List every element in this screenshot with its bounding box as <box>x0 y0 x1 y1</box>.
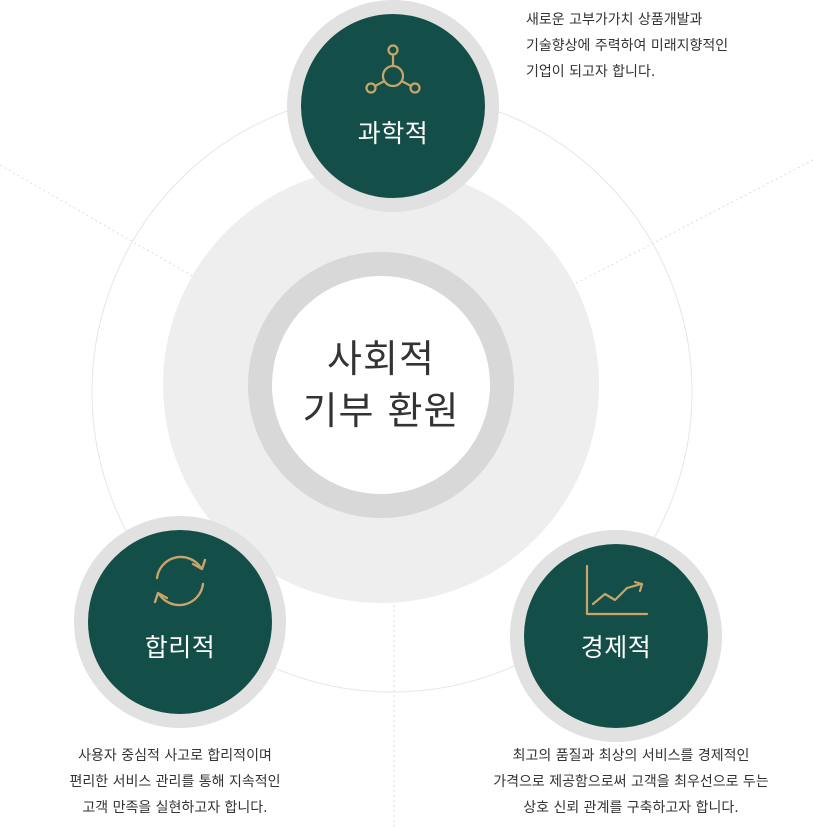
refresh-cycle-icon <box>153 555 207 607</box>
desc-rational-line: 편리한 서비스 관리를 통해 지속적인 <box>69 774 281 790</box>
node-scientific-circle: 과학적 <box>301 14 485 198</box>
desc-economic-line: 상호 신뢰 관계를 구축하고자 합니다. <box>523 800 739 816</box>
desc-rational-line: 고객 만족을 실현하고자 합니다. <box>82 800 268 816</box>
node-rational-label: 합리적 <box>144 633 216 662</box>
center-title: 사회적 기부 환원 <box>302 337 460 433</box>
desc-scientific-line: 새로운 고부가가치 상품개발과 <box>526 12 703 28</box>
node-scientific-label: 과학적 <box>357 119 429 148</box>
desc-scientific-line: 기술향상에 주력하여 미래지향적인 <box>526 38 729 54</box>
molecule-icon <box>365 44 421 94</box>
desc-economic-line: 가격으로 제공함으로써 고객을 최우선으로 두는 <box>493 774 769 790</box>
node-rational-circle: 합리적 <box>88 530 272 714</box>
node-rational: 합리적 <box>74 516 286 728</box>
desc-economic-line: 최고의 품질과 최상의 서비스를 경제적인 <box>512 748 750 764</box>
desc-rational: 사용자 중심적 사고로 합리적이며 편리한 서비스 관리를 통해 지속적인 고객… <box>20 743 330 821</box>
desc-rational-line: 사용자 중심적 사고로 합리적이며 <box>78 748 272 764</box>
desc-scientific: 새로운 고부가가치 상품개발과 기술향상에 주력하여 미래지향적인 기업이 되고… <box>526 7 728 85</box>
node-scientific: 과학적 <box>287 0 499 212</box>
center-core: 사회적 기부 환원 <box>272 276 490 494</box>
node-economic-circle: 경제적 <box>524 544 708 728</box>
line-chart-icon <box>585 564 649 616</box>
node-economic-label: 경제적 <box>580 633 652 662</box>
desc-economic: 최고의 품질과 최상의 서비스를 경제적인 가격으로 제공함으로써 고객을 최우… <box>452 743 810 821</box>
node-economic: 경제적 <box>510 530 722 742</box>
desc-scientific-line: 기업이 되고자 합니다. <box>526 64 656 80</box>
